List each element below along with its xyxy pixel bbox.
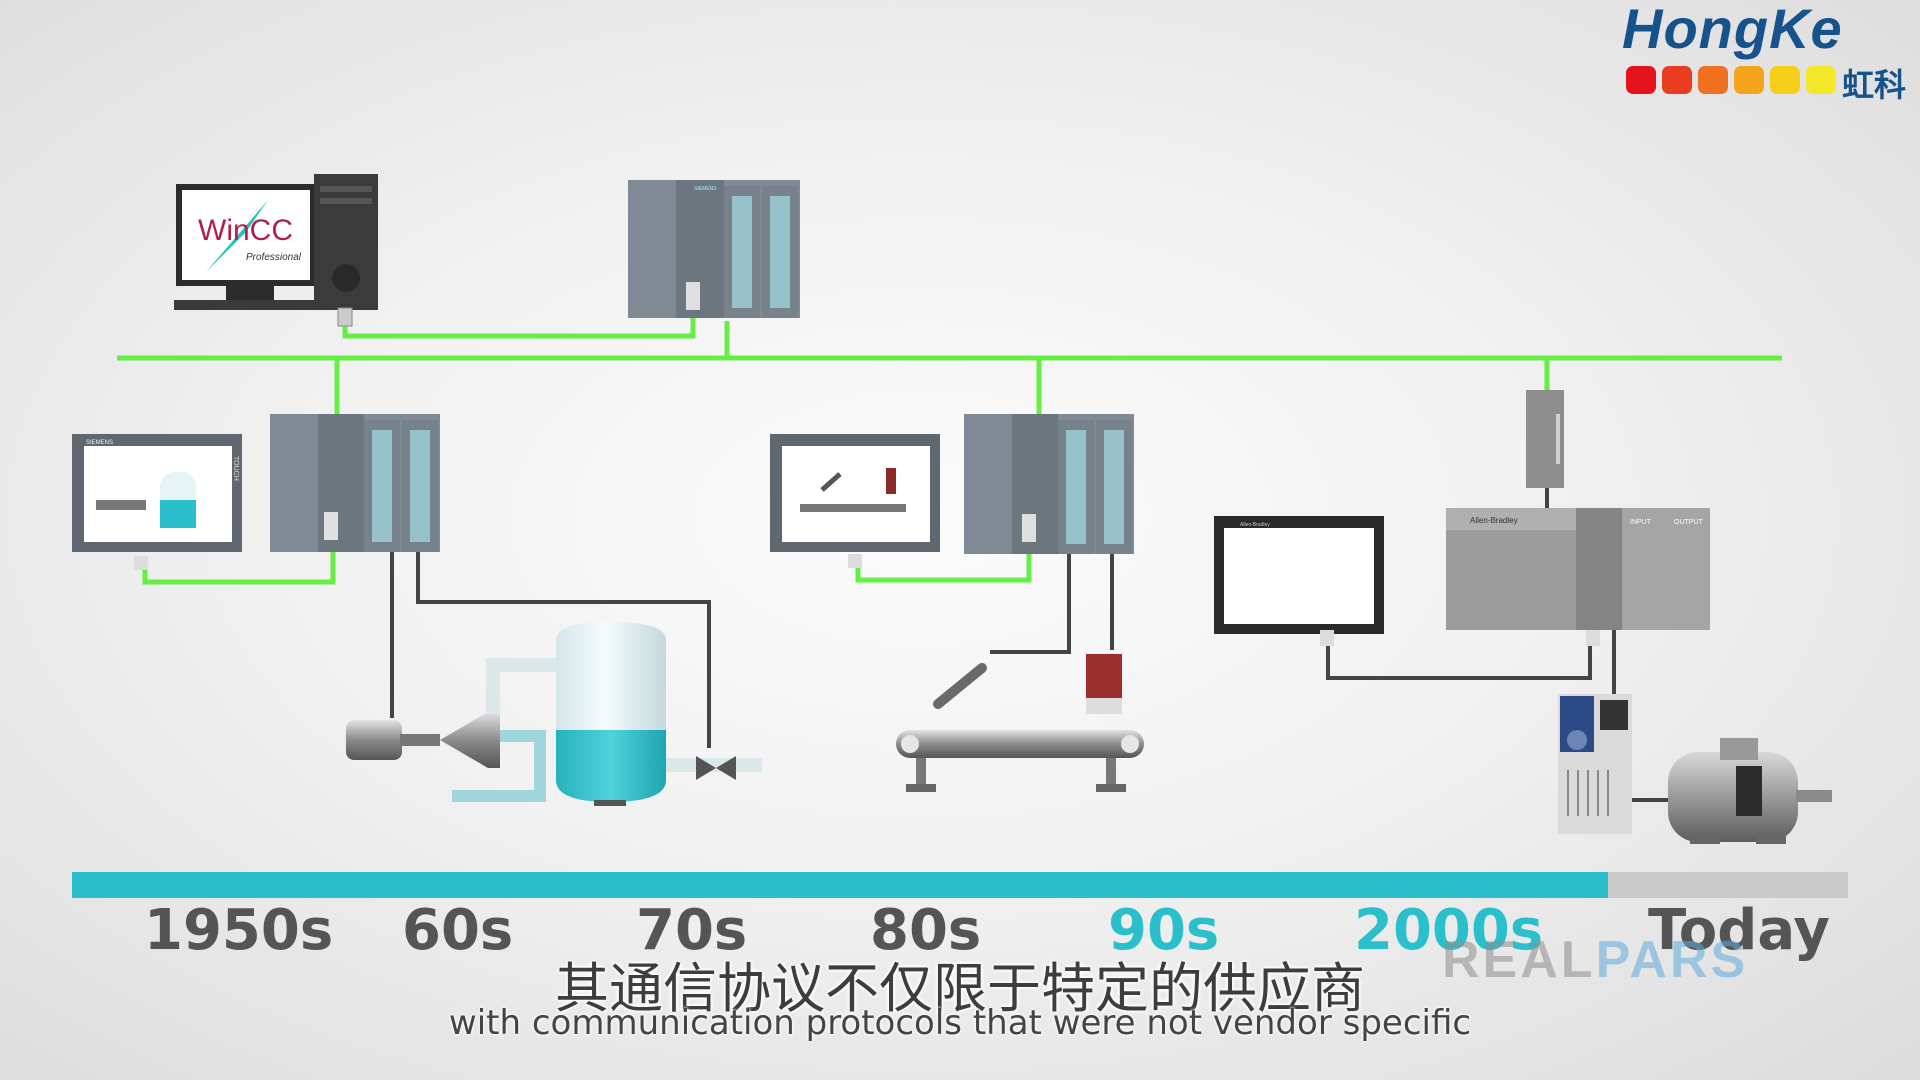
era-label-1950s: 1950s [144,898,334,963]
svg-text:SIEMENS: SIEMENS [694,186,717,192]
logo-dot [1806,66,1836,94]
subtitle-english: with communication protocols that were n… [448,1003,1472,1043]
hmi-panel-left: SIEMENS TOUCH [72,434,242,570]
logo-dot [1698,66,1728,94]
svg-text:Allen-Bradley: Allen-Bradley [1240,522,1270,528]
watermark-part2: PARS [1595,931,1749,989]
era-label-90s: 90s [1108,898,1220,963]
output-label: OUTPUT [1674,519,1704,526]
timeline-track [72,872,1848,898]
era-label-today: Today [1648,898,1830,963]
touch-label: TOUCH [232,456,239,481]
era-label-2000s: 2000s [1354,898,1544,963]
hongke-logo-dots [1626,66,1836,94]
logo-dot [1626,66,1656,94]
logo-dot [1662,66,1692,94]
wincc-brand: WinCC [198,214,293,247]
hmi-panel-middle [770,434,940,568]
network-diagram: WinCC Professional SIEMENS SIEMENS TOUCH [72,174,1832,844]
hongke-logo-wordmark: HongKe [1622,0,1843,60]
plc-main: SIEMENS [628,180,800,318]
wincc-sub: Professional [246,252,302,263]
hongke-logo-chinese: 虹科 [1842,66,1907,104]
era-label-60s: 60s [402,898,514,963]
subtitle-chinese: 其通信协议不仅限于特定的供应商 [555,957,1365,1020]
realpars-watermark: REALPARS [1442,930,1748,990]
io-cables [390,488,1670,802]
era-label-80s: 80s [870,898,982,963]
ab-plc: Allen-Bradley INPUT OUTPUT [1446,508,1710,646]
siemens-label: SIEMENS [86,440,113,446]
plc-left [270,414,440,552]
era-label-70s: 70s [636,898,748,963]
network-cables [117,318,1782,585]
input-label: INPUT [1630,519,1652,526]
network-adapter [1526,390,1564,488]
logo-dot [1734,66,1764,94]
logo-dot [1770,66,1800,94]
watermark-part1: REAL [1442,931,1596,989]
hmi-panel-right: Allen-Bradley [1214,516,1384,646]
conveyor-and-sensors [896,654,1144,792]
plc-middle [964,414,1134,554]
electric-motor [1668,738,1832,844]
vfd-drive [1558,694,1632,834]
pump-and-tank [346,622,762,806]
timeline-progress-fill [72,872,1609,898]
wincc-workstation: WinCC Professional [174,174,378,327]
ab-label: Allen-Bradley [1470,516,1518,525]
